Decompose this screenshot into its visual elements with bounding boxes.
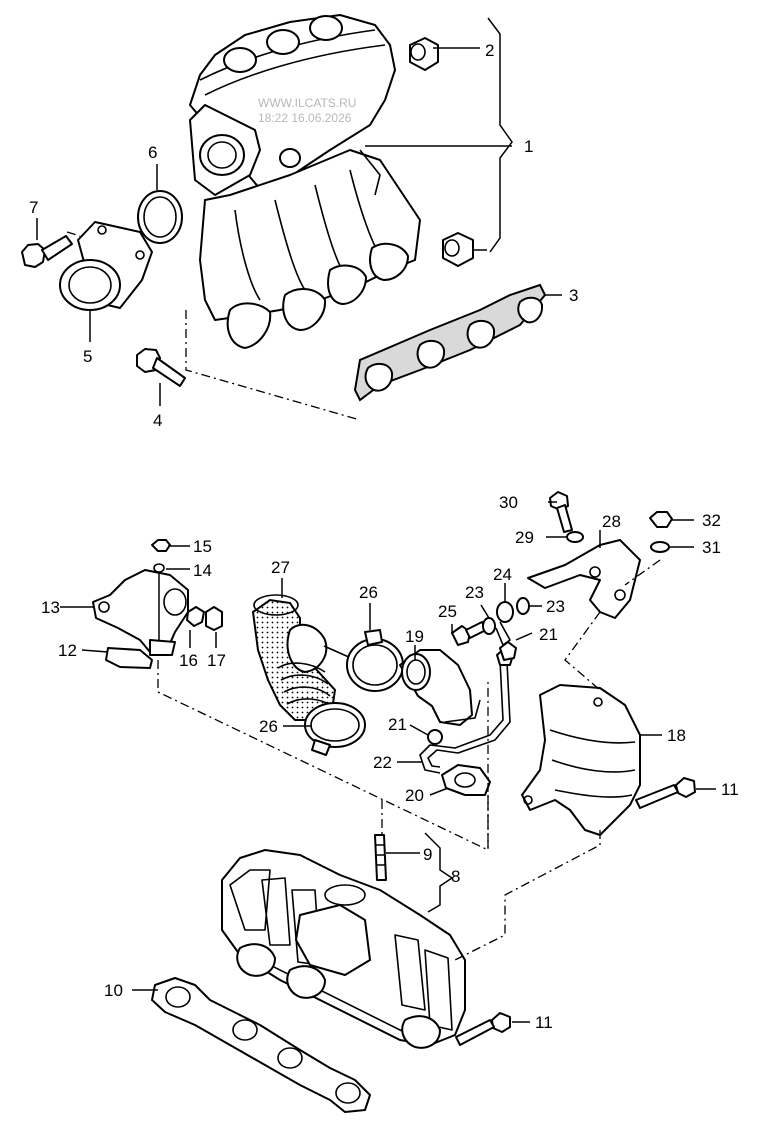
bolt-30 xyxy=(549,491,573,533)
callout-31: 31 xyxy=(702,538,721,557)
callout-4: 4 xyxy=(153,411,162,430)
callout-24: 24 xyxy=(493,565,512,584)
callout-21-lower: 21 xyxy=(388,715,407,734)
callout-20: 20 xyxy=(405,786,424,805)
sealing-washer-a xyxy=(482,617,496,635)
coolant-elbow xyxy=(399,649,481,726)
callout-2: 2 xyxy=(485,41,494,60)
callout-28: 28 xyxy=(602,512,621,531)
callout-17: 17 xyxy=(207,651,226,670)
callout-23-left: 23 xyxy=(465,583,484,602)
callout-12: 12 xyxy=(58,641,77,660)
callout-18: 18 xyxy=(667,726,686,745)
callout-25: 25 xyxy=(438,602,457,621)
hose xyxy=(251,594,361,721)
pipe-gasket xyxy=(441,764,491,796)
support-bracket xyxy=(527,539,641,619)
callout-14: 14 xyxy=(193,561,212,580)
callout-16: 16 xyxy=(179,651,198,670)
callout-21-upper: 21 xyxy=(539,625,558,644)
washer-29 xyxy=(566,531,584,543)
nut-32 xyxy=(649,511,673,528)
callout-6: 6 xyxy=(148,143,157,162)
callout-1: 1 xyxy=(524,137,533,156)
callout-9: 9 xyxy=(423,845,432,864)
bolt-flange xyxy=(21,235,73,268)
washer-31 xyxy=(650,541,670,553)
callout-5: 5 xyxy=(83,347,92,366)
coolant-flange-housing xyxy=(92,569,189,656)
lower-manifold-gasket xyxy=(151,943,441,1113)
o-ring xyxy=(137,190,183,244)
lower-intake-manifold xyxy=(221,849,466,1046)
callout-11-lower: 11 xyxy=(535,1013,553,1032)
callout-11-upper: 11 xyxy=(721,780,739,799)
bolt-11-upper xyxy=(635,777,696,809)
stud-9 xyxy=(374,834,387,881)
banjo-fitting xyxy=(495,601,514,646)
flange-gasket xyxy=(105,647,153,669)
callout-13: 13 xyxy=(41,598,60,617)
union-fitting xyxy=(499,641,517,661)
callout-27: 27 xyxy=(271,558,290,577)
callout-8: 8 xyxy=(451,867,460,886)
callout-22: 22 xyxy=(373,753,392,772)
plug-cap xyxy=(409,37,439,71)
bolt-manifold xyxy=(136,348,186,387)
manifold-gasket xyxy=(353,283,547,402)
banjo-bolt xyxy=(451,621,487,646)
clip-16 xyxy=(186,606,205,627)
plug-17 xyxy=(205,606,223,631)
callout-7: 7 xyxy=(29,198,38,217)
callout-10: 10 xyxy=(104,981,123,1000)
heat-shield xyxy=(521,684,641,836)
plug-cap-lower xyxy=(442,232,474,267)
hose-clamp-upper xyxy=(346,629,404,692)
callout-15: 15 xyxy=(193,537,212,556)
callout-26-lower: 26 xyxy=(259,717,278,736)
stud-nut xyxy=(151,539,171,640)
callout-23-right: 23 xyxy=(546,597,565,616)
callout-3: 3 xyxy=(569,286,578,305)
hose-clamp-lower xyxy=(304,702,366,756)
intake-elbow xyxy=(59,221,153,311)
bolt-11-lower xyxy=(455,1012,511,1046)
upper-intake-manifold xyxy=(189,14,421,349)
callout-32: 32 xyxy=(702,511,721,530)
watermark-timestamp: 18:22 16.06.2026 xyxy=(258,111,352,125)
callout-19: 19 xyxy=(405,627,424,646)
callout-30: 30 xyxy=(499,493,518,512)
watermark-site: WWW.ILCATS.RU xyxy=(258,96,356,110)
sealing-washer-b xyxy=(516,597,530,615)
callout-26-upper: 26 xyxy=(359,583,378,602)
callout-29: 29 xyxy=(515,528,534,547)
